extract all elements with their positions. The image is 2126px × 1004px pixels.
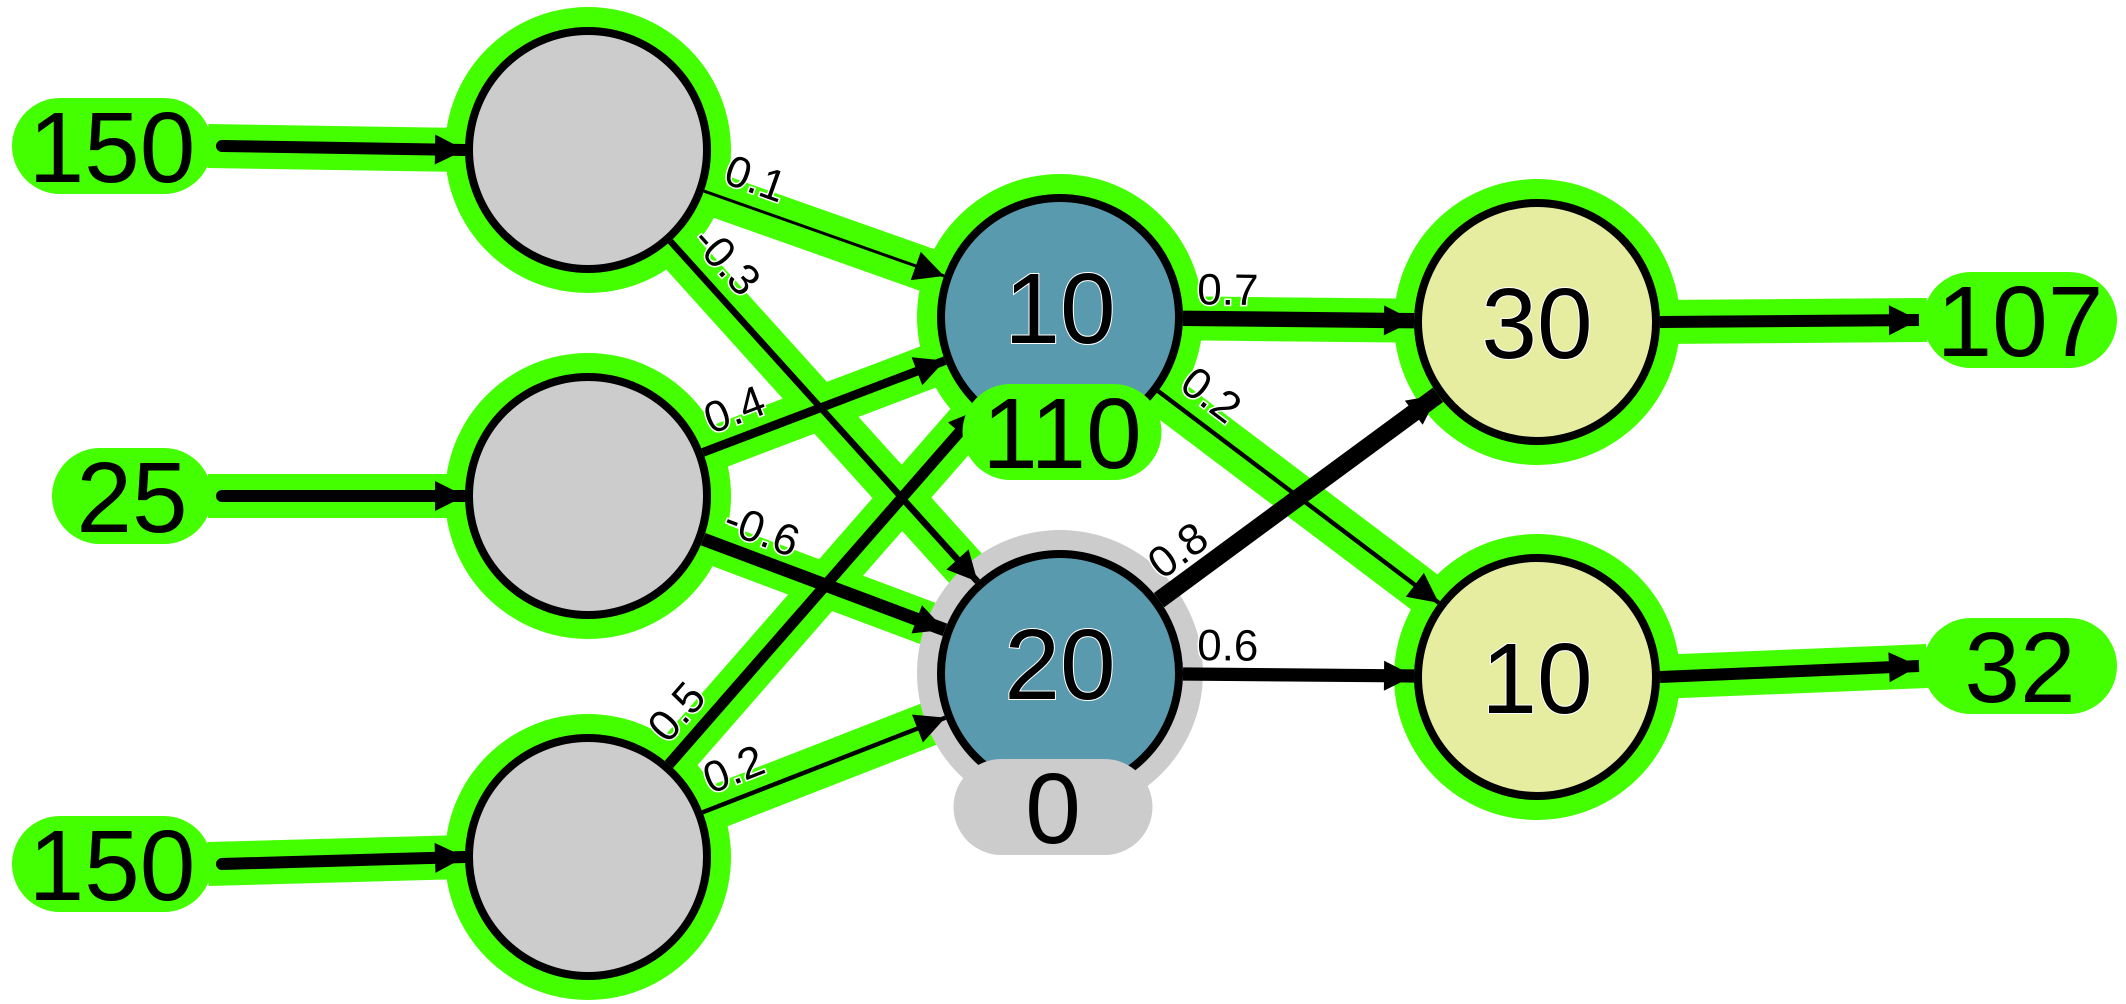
- output-neuron-bias: 10: [1481, 623, 1592, 735]
- input-value-pill: [52, 448, 212, 544]
- output-result: 32: [1964, 612, 2075, 724]
- input-neuron: [465, 373, 711, 619]
- input-arrow: [216, 842, 471, 873]
- edge-layer: [216, 134, 1920, 873]
- hidden-neuron-bias: 10: [1004, 253, 1115, 365]
- edge-i1-h2: [667, 239, 981, 584]
- hidden-output-value: 0: [1025, 753, 1081, 865]
- hidden-neuron-bias: 20: [1004, 609, 1115, 721]
- edge-h2-o1: [1153, 387, 1444, 608]
- edge-weight-label: 0.7: [1197, 265, 1259, 315]
- output-neuron: [1414, 199, 1660, 445]
- input-value: 25: [76, 442, 187, 554]
- edge-i3-h2: [701, 714, 947, 815]
- output-neuron: [1414, 554, 1660, 800]
- edge-i2-h1: [701, 356, 947, 457]
- hidden-output-pill: [953, 759, 1153, 855]
- output-result-pill: [1923, 618, 2117, 714]
- edge-weight-label: 0.6: [1197, 621, 1259, 671]
- input-value: 150: [29, 810, 196, 922]
- output-arrow: [1659, 305, 1920, 336]
- hidden-output-pill: [962, 384, 1162, 480]
- output-result: 107: [1937, 266, 2104, 378]
- output-neuron-bias: 30: [1481, 268, 1592, 380]
- output-arrow: [1659, 652, 1920, 683]
- edge-h2-o2: [1182, 660, 1415, 691]
- node-layer: [465, 27, 1660, 980]
- edge-i3-h1: [664, 405, 984, 769]
- input-neuron: [465, 27, 711, 273]
- output-result-pill: [1923, 272, 2117, 368]
- input-arrow: [216, 134, 471, 165]
- input-value-pill: [12, 816, 212, 912]
- input-value-pill: [12, 98, 212, 194]
- input-value: 150: [29, 92, 196, 204]
- input-neuron: [465, 734, 711, 980]
- hidden-output-value: 110: [982, 378, 1141, 490]
- edge-h1-o1: [1182, 305, 1415, 336]
- edge-i1-h1: [703, 189, 945, 281]
